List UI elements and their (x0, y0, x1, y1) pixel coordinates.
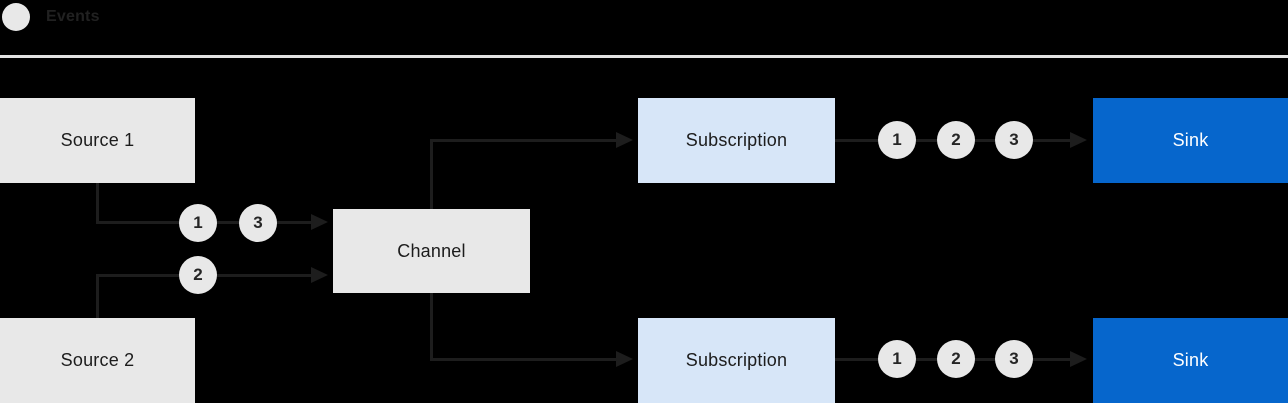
line-channel-down (430, 293, 433, 360)
node-sink-top: Sink (1093, 98, 1288, 183)
node-source-2-label: Source 2 (60, 350, 135, 370)
event-marker: 1 (878, 340, 916, 378)
legend: Events (2, 3, 100, 31)
node-sink-top-label: Sink (1172, 130, 1209, 150)
node-subscription-top: Subscription (638, 98, 835, 183)
arrow-right-icon-subscription-bottom-sink (1070, 351, 1087, 367)
arrow-right-icon-source2-channel (311, 267, 328, 283)
event-marker: 2 (179, 256, 217, 294)
node-subscription-top-label: Subscription (685, 130, 788, 150)
event-marker: 3 (995, 340, 1033, 378)
event-marker: 3 (995, 121, 1033, 159)
divider (0, 55, 1288, 58)
node-source-1-label: Source 1 (60, 130, 135, 150)
node-subscription-bottom: Subscription (638, 318, 835, 403)
node-source-2: Source 2 (0, 318, 195, 403)
event-marker: 1 (878, 121, 916, 159)
node-subscription-bottom-label: Subscription (685, 350, 788, 370)
line-channel-up (430, 139, 433, 209)
event-marker: 3 (239, 204, 277, 242)
line-channel-to-subscription-top (430, 139, 616, 142)
arrow-right-icon-source1-channel (311, 214, 328, 230)
arrow-right-icon-subscription-top-sink (1070, 132, 1087, 148)
legend-label: Events (46, 8, 100, 25)
event-marker: 2 (937, 121, 975, 159)
line-channel-to-subscription-bottom (430, 358, 616, 361)
arrow-right-icon-channel-subscription-top (616, 132, 633, 148)
event-marker: 2 (937, 340, 975, 378)
event-circle-icon (2, 3, 30, 31)
arrow-right-icon-channel-subscription-bottom (616, 351, 633, 367)
line-source1-down (96, 183, 99, 224)
node-sink-bottom: Sink (1093, 318, 1288, 403)
line-source2-up (96, 274, 99, 318)
node-source-1: Source 1 (0, 98, 195, 183)
node-channel: Channel (333, 209, 530, 293)
node-sink-bottom-label: Sink (1172, 350, 1209, 370)
event-marker: 1 (179, 204, 217, 242)
node-channel-label: Channel (397, 240, 466, 261)
